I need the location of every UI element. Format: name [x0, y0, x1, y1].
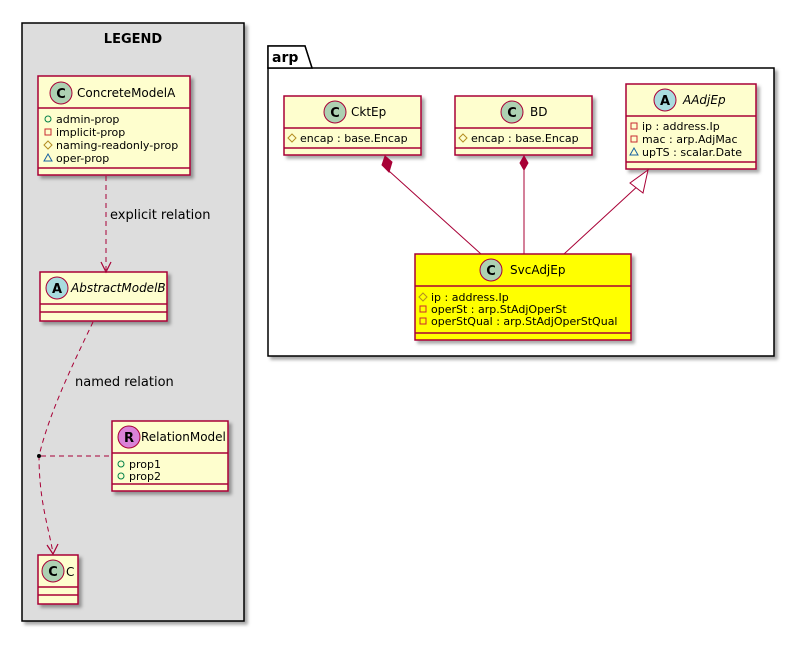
- edge-named-relation: named relation: [37, 321, 174, 556]
- private-visibility-icon: [419, 305, 427, 313]
- class-name: CktEp: [351, 105, 386, 119]
- attribute: encap : base.Encap: [300, 132, 408, 145]
- private-visibility-icon: [630, 135, 638, 143]
- class-concrete-model-a[interactable]: C ConcreteModelA admin-propimplicit-prop…: [37, 75, 191, 176]
- public-visibility-icon: [44, 115, 52, 123]
- protected-visibility-icon: [43, 140, 53, 150]
- public-visibility-icon: [117, 460, 125, 468]
- attribute: implicit-prop: [56, 126, 125, 139]
- protected-visibility-icon: [458, 133, 468, 143]
- edge-explicit-relation: explicit relation: [100, 176, 210, 274]
- class-name: RelationModel: [141, 430, 226, 444]
- class-name: BD: [530, 105, 547, 119]
- svg-text:A: A: [660, 94, 670, 109]
- attribute-list: encap : base.Encap: [287, 132, 408, 145]
- protected-visibility-icon: [418, 292, 428, 302]
- attribute-list: encap : base.Encap: [458, 132, 579, 145]
- class-abstract-model-b[interactable]: A AbstractModelB: [39, 271, 168, 322]
- private-visibility-icon: [44, 128, 52, 136]
- attribute-list: admin-propimplicit-propnaming-readonly-p…: [43, 113, 178, 165]
- attribute: mac : arp.AdjMac: [642, 133, 738, 146]
- svg-text:C: C: [486, 264, 496, 279]
- attribute: encap : base.Encap: [471, 132, 579, 145]
- package-visibility-icon: [43, 152, 53, 162]
- edge-bd-composition: [519, 154, 529, 254]
- attribute: operSt : arp.StAdjOperSt: [431, 303, 567, 316]
- class-name: SvcAdjEp: [510, 263, 565, 277]
- edge-ckt-ep-composition: [381, 155, 482, 255]
- attribute: naming-readonly-prop: [56, 139, 178, 152]
- attribute: upTS : scalar.Date: [642, 146, 742, 159]
- svg-text:C: C: [56, 87, 66, 102]
- protected-visibility-icon: [287, 133, 297, 143]
- svg-text:C: C: [507, 106, 517, 121]
- attribute: operStQual : arp.StAdjOperStQual: [431, 315, 617, 328]
- edge-label: named relation: [75, 375, 174, 390]
- class-c[interactable]: C C: [37, 554, 79, 605]
- svg-text:R: R: [124, 431, 134, 446]
- class-name: AAdjEp: [682, 93, 726, 107]
- svg-text:C: C: [330, 106, 340, 121]
- private-visibility-icon: [419, 317, 427, 325]
- class-badge-icon: C: [479, 258, 503, 282]
- abstract-badge-icon: A: [45, 276, 69, 300]
- class-ckt-ep[interactable]: C CktEp encap : base.Encap: [283, 95, 422, 156]
- class-badge-icon: C: [500, 100, 524, 124]
- attribute: ip : address.Ip: [431, 291, 509, 304]
- class-badge-icon: C: [323, 100, 347, 124]
- class-badge-icon: C: [41, 559, 65, 583]
- class-name: C: [66, 565, 74, 579]
- edge-label: explicit relation: [110, 208, 210, 223]
- attribute: admin-prop: [56, 113, 119, 126]
- relation-badge-icon: R: [117, 425, 141, 449]
- svg-text:A: A: [52, 282, 62, 297]
- attribute: prop2: [129, 470, 161, 483]
- edge-aadj-ep-inheritance: [563, 168, 649, 255]
- class-name: ConcreteModelA: [77, 86, 176, 100]
- svg-text:C: C: [48, 565, 58, 580]
- legend-title: LEGEND: [104, 32, 163, 47]
- attribute: ip : address.Ip: [642, 120, 720, 133]
- package-visibility-icon: [629, 146, 639, 156]
- class-name: AbstractModelB: [70, 281, 166, 295]
- private-visibility-icon: [630, 122, 638, 130]
- package-title: arp: [272, 50, 298, 66]
- attribute: oper-prop: [56, 152, 109, 165]
- abstract-badge-icon: A: [653, 88, 677, 112]
- public-visibility-icon: [117, 472, 125, 480]
- class-badge-icon: C: [49, 81, 73, 105]
- attribute: prop1: [129, 458, 161, 471]
- class-bd[interactable]: C BD encap : base.Encap: [454, 95, 593, 156]
